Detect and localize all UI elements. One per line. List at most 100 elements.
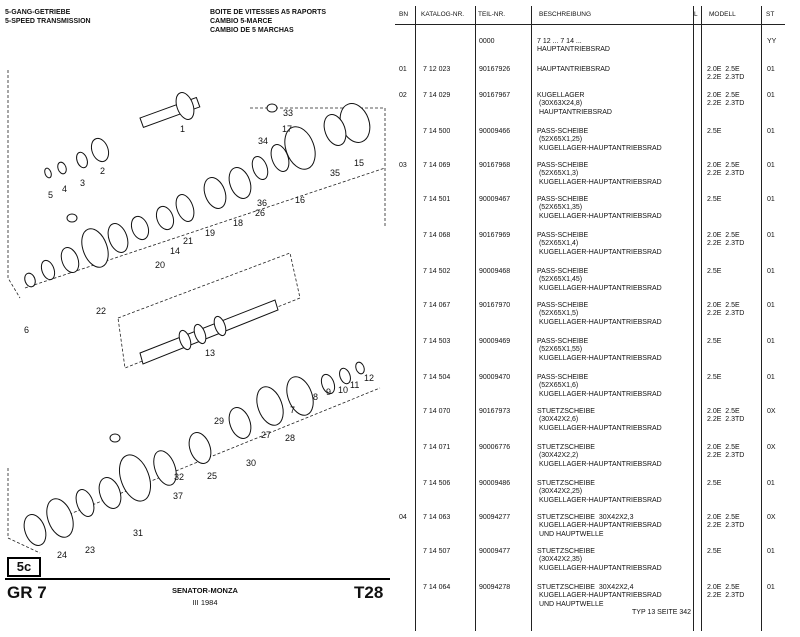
svg-text:34: 34 xyxy=(258,136,268,146)
row-katalog: 7 14 503 xyxy=(423,338,451,345)
svg-text:25: 25 xyxy=(207,471,217,481)
row-st: 0X xyxy=(767,408,776,415)
svg-text:9: 9 xyxy=(326,387,331,397)
row-bn: 03 xyxy=(399,162,407,169)
row-katalog: 7 14 071 xyxy=(423,444,451,451)
row-teil-nr: 90009468 xyxy=(479,268,511,275)
svg-text:31: 31 xyxy=(133,528,143,538)
svg-text:12: 12 xyxy=(364,373,374,383)
row-katalog: 7 14 506 xyxy=(423,480,451,487)
row-modell: 2.0E 2.5E 2.2E 2.3TD xyxy=(707,232,745,248)
row-teil-nr: 90167973 xyxy=(479,408,511,415)
row-modell: 2.5E xyxy=(707,548,722,555)
row-st: 0X xyxy=(767,444,776,451)
row-description: KUGELLAGER (30X63X24,8) HAUPTANTRIEBSRAD xyxy=(537,92,612,116)
header-desc: BESCHREIBUNG xyxy=(539,11,592,18)
col-divider xyxy=(701,6,702,631)
svg-text:13: 13 xyxy=(205,348,215,358)
row-modell: 2.0E 2.5E 2.2E 2.3TD xyxy=(707,514,745,530)
row-modell: 2.0E 2.5E 2.2E 2.3TD xyxy=(707,584,745,600)
row-st: 01 xyxy=(767,584,775,591)
row-bn: 04 xyxy=(399,514,407,521)
row-st: 0X xyxy=(767,514,776,521)
row-modell: 2.0E 2.5E 2.2E 2.3TD xyxy=(707,408,745,424)
row-katalog: 7 14 068 xyxy=(423,232,451,239)
model-label: SENATOR-MONZA xyxy=(172,586,238,595)
row-modell: 2.5E xyxy=(707,196,722,203)
synchro-assembly-top xyxy=(24,103,371,443)
row-description: STUETZSCHEIBE (30X42X2,2) KUGELLAGER-HAU… xyxy=(537,444,662,468)
title-fr: BOITE DE VITESSES A5 RAPORTS xyxy=(210,9,327,16)
row-description: STUETZSCHEIBE 30X42X2,4 KUGELLAGER-HAUPT… xyxy=(537,584,662,608)
col-divider xyxy=(415,6,416,631)
svg-text:26: 26 xyxy=(255,208,265,218)
row-katalog: 7 14 069 xyxy=(423,162,451,169)
row-teil-nr: 90167926 xyxy=(479,66,511,73)
svg-text:6: 6 xyxy=(24,325,29,335)
row-katalog: 7 12 023 xyxy=(423,66,451,73)
section-badge: 5c xyxy=(7,557,41,577)
row-st: 01 xyxy=(767,302,775,309)
row-description: PASS-SCHEIBE (52X65X1,55) KUGELLAGER-HAU… xyxy=(537,338,662,362)
row-teil-nr: 90009486 xyxy=(479,480,511,487)
row-katalog: 7 14 507 xyxy=(423,548,451,555)
main-drive-gear-group xyxy=(44,92,201,179)
row-teil-nr: 90009470 xyxy=(479,374,511,381)
row-teil-nr: 90006776 xyxy=(479,444,511,451)
svg-text:24: 24 xyxy=(57,550,67,560)
row-st: 01 xyxy=(767,268,775,275)
diagram-page: 5-GANG-GETRIEBE 5-SPEED TRANSMISSION BOI… xyxy=(0,0,392,637)
row-katalog: 7 14 029 xyxy=(423,92,451,99)
row-modell: 2.5E xyxy=(707,374,722,381)
row-description: PASS-SCHEIBE (52X65X1,45) KUGELLAGER-HAU… xyxy=(537,268,662,292)
row-katalog: 7 14 063 xyxy=(423,514,451,521)
row-modell: 2.0E 2.5E 2.2E 2.3TD xyxy=(707,444,745,460)
row-st: 01 xyxy=(767,232,775,239)
row-st: 01 xyxy=(767,66,775,73)
header-rule xyxy=(395,24,785,25)
callouts: 1 2 3 4 5 6 7 8 9 10 11 12 13 14 15 16 1… xyxy=(24,108,374,560)
svg-text:30: 30 xyxy=(246,458,256,468)
col-divider xyxy=(475,6,476,631)
row-description: STUETZSCHEIBE 30X42X2,3 KUGELLAGER-HAUPT… xyxy=(537,514,662,538)
svg-text:7: 7 xyxy=(290,405,295,415)
header-bn: BN xyxy=(399,11,409,18)
svg-text:19: 19 xyxy=(205,228,215,238)
row-teil-nr: 90009477 xyxy=(479,548,511,555)
countershaft-assembly xyxy=(23,361,365,546)
row-teil-nr: 90167968 xyxy=(479,162,511,169)
svg-text:35: 35 xyxy=(330,168,340,178)
row-description: 7 12 ... 7 14 ... HAUPTANTRIEBSRAD xyxy=(537,38,610,54)
svg-text:37: 37 xyxy=(173,491,183,501)
row-katalog: 7 14 504 xyxy=(423,374,451,381)
svg-text:29: 29 xyxy=(214,416,224,426)
title-en: 5-SPEED TRANSMISSION xyxy=(5,18,91,25)
row-katalog: 7 14 500 xyxy=(423,128,451,135)
row-teil-nr: 90167967 xyxy=(479,92,511,99)
row-st: 01 xyxy=(767,480,775,487)
row-teil-nr: 90167969 xyxy=(479,232,511,239)
svg-text:28: 28 xyxy=(285,433,295,443)
svg-text:36: 36 xyxy=(257,198,267,208)
row-modell: 2.5E xyxy=(707,480,722,487)
row-katalog: 7 14 064 xyxy=(423,584,451,591)
row-teil-nr: 90094277 xyxy=(479,514,511,521)
row-teil-nr: 90009467 xyxy=(479,196,511,203)
parts-table: BN KATALOG-NR. TEIL-NR. BESCHREIBUNG L M… xyxy=(395,0,800,637)
svg-text:8: 8 xyxy=(313,392,318,402)
row-st: YY xyxy=(767,38,777,45)
row-st: 01 xyxy=(767,162,775,169)
row-modell: 2.0E 2.5E 2.2E 2.3TD xyxy=(707,66,745,82)
row-st: 01 xyxy=(767,196,775,203)
page-code: T28 xyxy=(354,583,384,602)
row-st: 01 xyxy=(767,548,775,555)
svg-text:17: 17 xyxy=(282,124,292,134)
row-st: 01 xyxy=(767,338,775,345)
row-description: PASS-SCHEIBE (52X65X1,5) KUGELLAGER-HAUP… xyxy=(537,302,662,326)
row-katalog: 7 14 501 xyxy=(423,196,451,203)
row-description: HAUPTANTRIEBSRAD xyxy=(537,66,610,73)
row-modell: 2.0E 2.5E 2.2E 2.3TD xyxy=(707,92,745,108)
footer-rule xyxy=(5,578,390,580)
row-katalog: 7 14 067 xyxy=(423,302,451,309)
row-description: PASS-SCHEIBE (52X65X1,35) KUGELLAGER-HAU… xyxy=(537,196,662,220)
